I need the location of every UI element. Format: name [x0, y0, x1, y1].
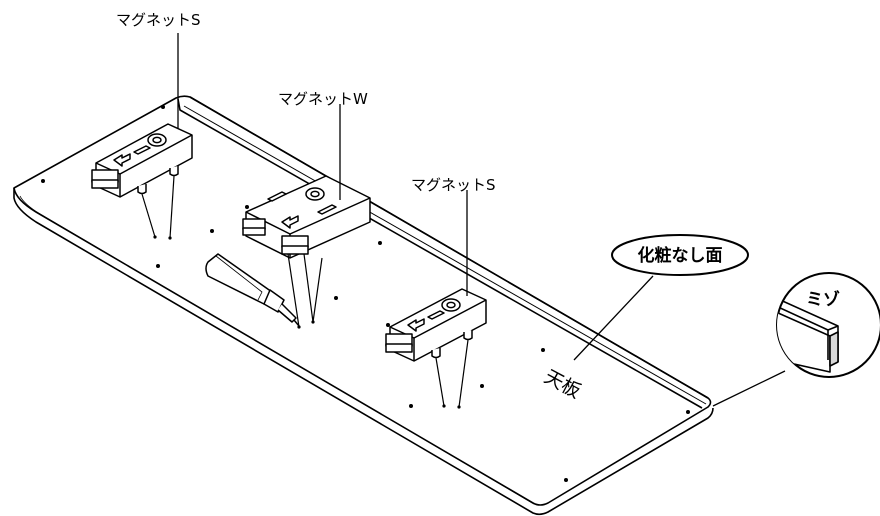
magnet-w-label: マグネットW — [278, 90, 368, 108]
magnet-w-part — [242, 175, 371, 259]
top-board — [13, 95, 714, 516]
groove-detail-magnifier — [776, 272, 880, 378]
magnet-s-left-label: マグネットS — [116, 11, 201, 29]
magnet-s-right-label: マグネットS — [411, 176, 496, 194]
magnet-w-pointers — [287, 253, 323, 328]
groove-label: ミゾ — [806, 290, 840, 310]
glue-tube-icon — [205, 253, 300, 327]
magnet-s-right-part — [385, 288, 487, 362]
magnet-s-left-pointers — [141, 175, 175, 239]
no-finish-face-callout — [611, 234, 749, 276]
leader-lines — [177, 33, 786, 407]
no-finish-face-label: 化粧なし面 — [638, 245, 723, 266]
magnet-s-left-part — [91, 123, 193, 198]
magnet-s-right-pointers — [435, 339, 469, 408]
